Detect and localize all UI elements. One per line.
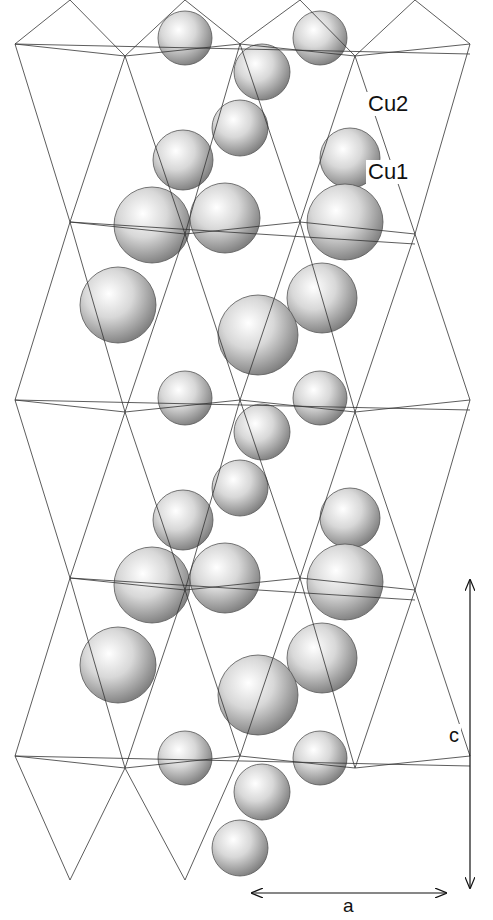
octahedron-edge: [15, 400, 70, 578]
octahedron-edge: [240, 578, 300, 756]
octahedron-edge: [240, 44, 300, 222]
octahedron-edge: [125, 56, 185, 234]
octahedron-edge: [300, 578, 355, 768]
octahedron-edge: [355, 44, 470, 56]
cu-atom: [293, 11, 347, 65]
cu-atom: [293, 731, 347, 785]
cu-atom: [158, 731, 212, 785]
octahedron-edge: [355, 234, 415, 412]
octahedron-edge: [355, 412, 415, 590]
octahedron-edge: [125, 412, 185, 590]
octahedron-edge: [70, 0, 125, 56]
octahedron-edge: [15, 222, 70, 400]
cu-atom: [212, 100, 268, 156]
octahedron-edge: [300, 578, 415, 590]
octahedron-edge: [300, 56, 355, 222]
cu-atom: [307, 544, 383, 620]
cu-atom: [190, 183, 260, 253]
octahedron-edge: [300, 412, 355, 578]
octahedron-edge: [125, 590, 185, 768]
octahedron-edge: [300, 222, 415, 234]
octahedron-edge: [185, 756, 240, 880]
octahedron-edge: [125, 756, 240, 768]
cu-atom: [212, 820, 268, 876]
dimension-arrow: [469, 580, 470, 888]
octahedron-edge: [355, 0, 415, 56]
cu-atom: [218, 295, 298, 375]
octahedron-edge: [70, 56, 125, 222]
cu-atom: [190, 543, 260, 613]
octahedron-edge: [415, 44, 470, 234]
octahedron-edge: [125, 0, 185, 56]
octahedron-edge: [415, 234, 470, 400]
cu-atom: [287, 623, 357, 693]
octahedron-edge: [355, 56, 415, 234]
cu-atom: [80, 267, 156, 343]
octahedron-edge: [185, 222, 300, 234]
octahedron-edge: [185, 234, 240, 400]
cu-atom: [234, 404, 290, 460]
octahedron-edge: [15, 756, 70, 880]
octahedron-edge: [125, 768, 185, 880]
octahedron-edge: [15, 0, 70, 44]
octahedron-edge: [240, 0, 300, 44]
octahedron-edge: [415, 400, 470, 590]
octahedron-edge: [355, 400, 470, 412]
dimension-label: a: [341, 896, 356, 917]
octahedron-edge: [185, 0, 240, 44]
cu-atom: [234, 44, 290, 100]
dimension-label: c: [447, 724, 461, 746]
octahedron-edge: [125, 44, 240, 56]
cu-atom: [114, 187, 190, 263]
octahedron-edge: [185, 44, 240, 234]
octahedron-edge: [125, 400, 240, 412]
octahedron-edge: [70, 768, 125, 880]
cu-atom: [158, 11, 212, 65]
octahedron-edge: [355, 756, 470, 768]
octahedron-edge: [70, 222, 125, 412]
dimension-arrow: [252, 892, 446, 893]
cu-atom: [307, 184, 383, 260]
octahedron-edge: [355, 590, 415, 768]
octahedron-edge: [415, 590, 470, 756]
octahedron-edge: [185, 590, 240, 756]
octahedron-edge: [15, 578, 70, 756]
octahedron-edge: [70, 412, 125, 578]
cu-atom: [153, 490, 213, 550]
octahedron-edge: [240, 222, 300, 400]
octahedron-edge: [70, 578, 415, 600]
octahedron-edge: [185, 578, 300, 590]
octahedron-edge: [15, 756, 470, 766]
atom-label: Cu1: [366, 160, 410, 184]
cu-atom: [320, 488, 380, 548]
cu-atom: [80, 627, 156, 703]
octahedron-edge: [415, 0, 470, 44]
cu-atom: [153, 130, 213, 190]
octahedron-edge: [300, 0, 355, 56]
octahedron-edge: [125, 234, 185, 412]
octahedron-edge: [300, 222, 355, 412]
octahedron-edge: [70, 222, 415, 244]
cu-atom: [234, 764, 290, 820]
cu-atom: [293, 371, 347, 425]
octahedron-edge: [15, 44, 70, 222]
octahedron-edge: [70, 578, 125, 768]
cu-atom: [158, 371, 212, 425]
octahedron-edge: [185, 400, 240, 590]
atom-label: Cu2: [366, 92, 410, 116]
octahedron-edge: [240, 400, 300, 578]
cu-atom: [218, 655, 298, 735]
